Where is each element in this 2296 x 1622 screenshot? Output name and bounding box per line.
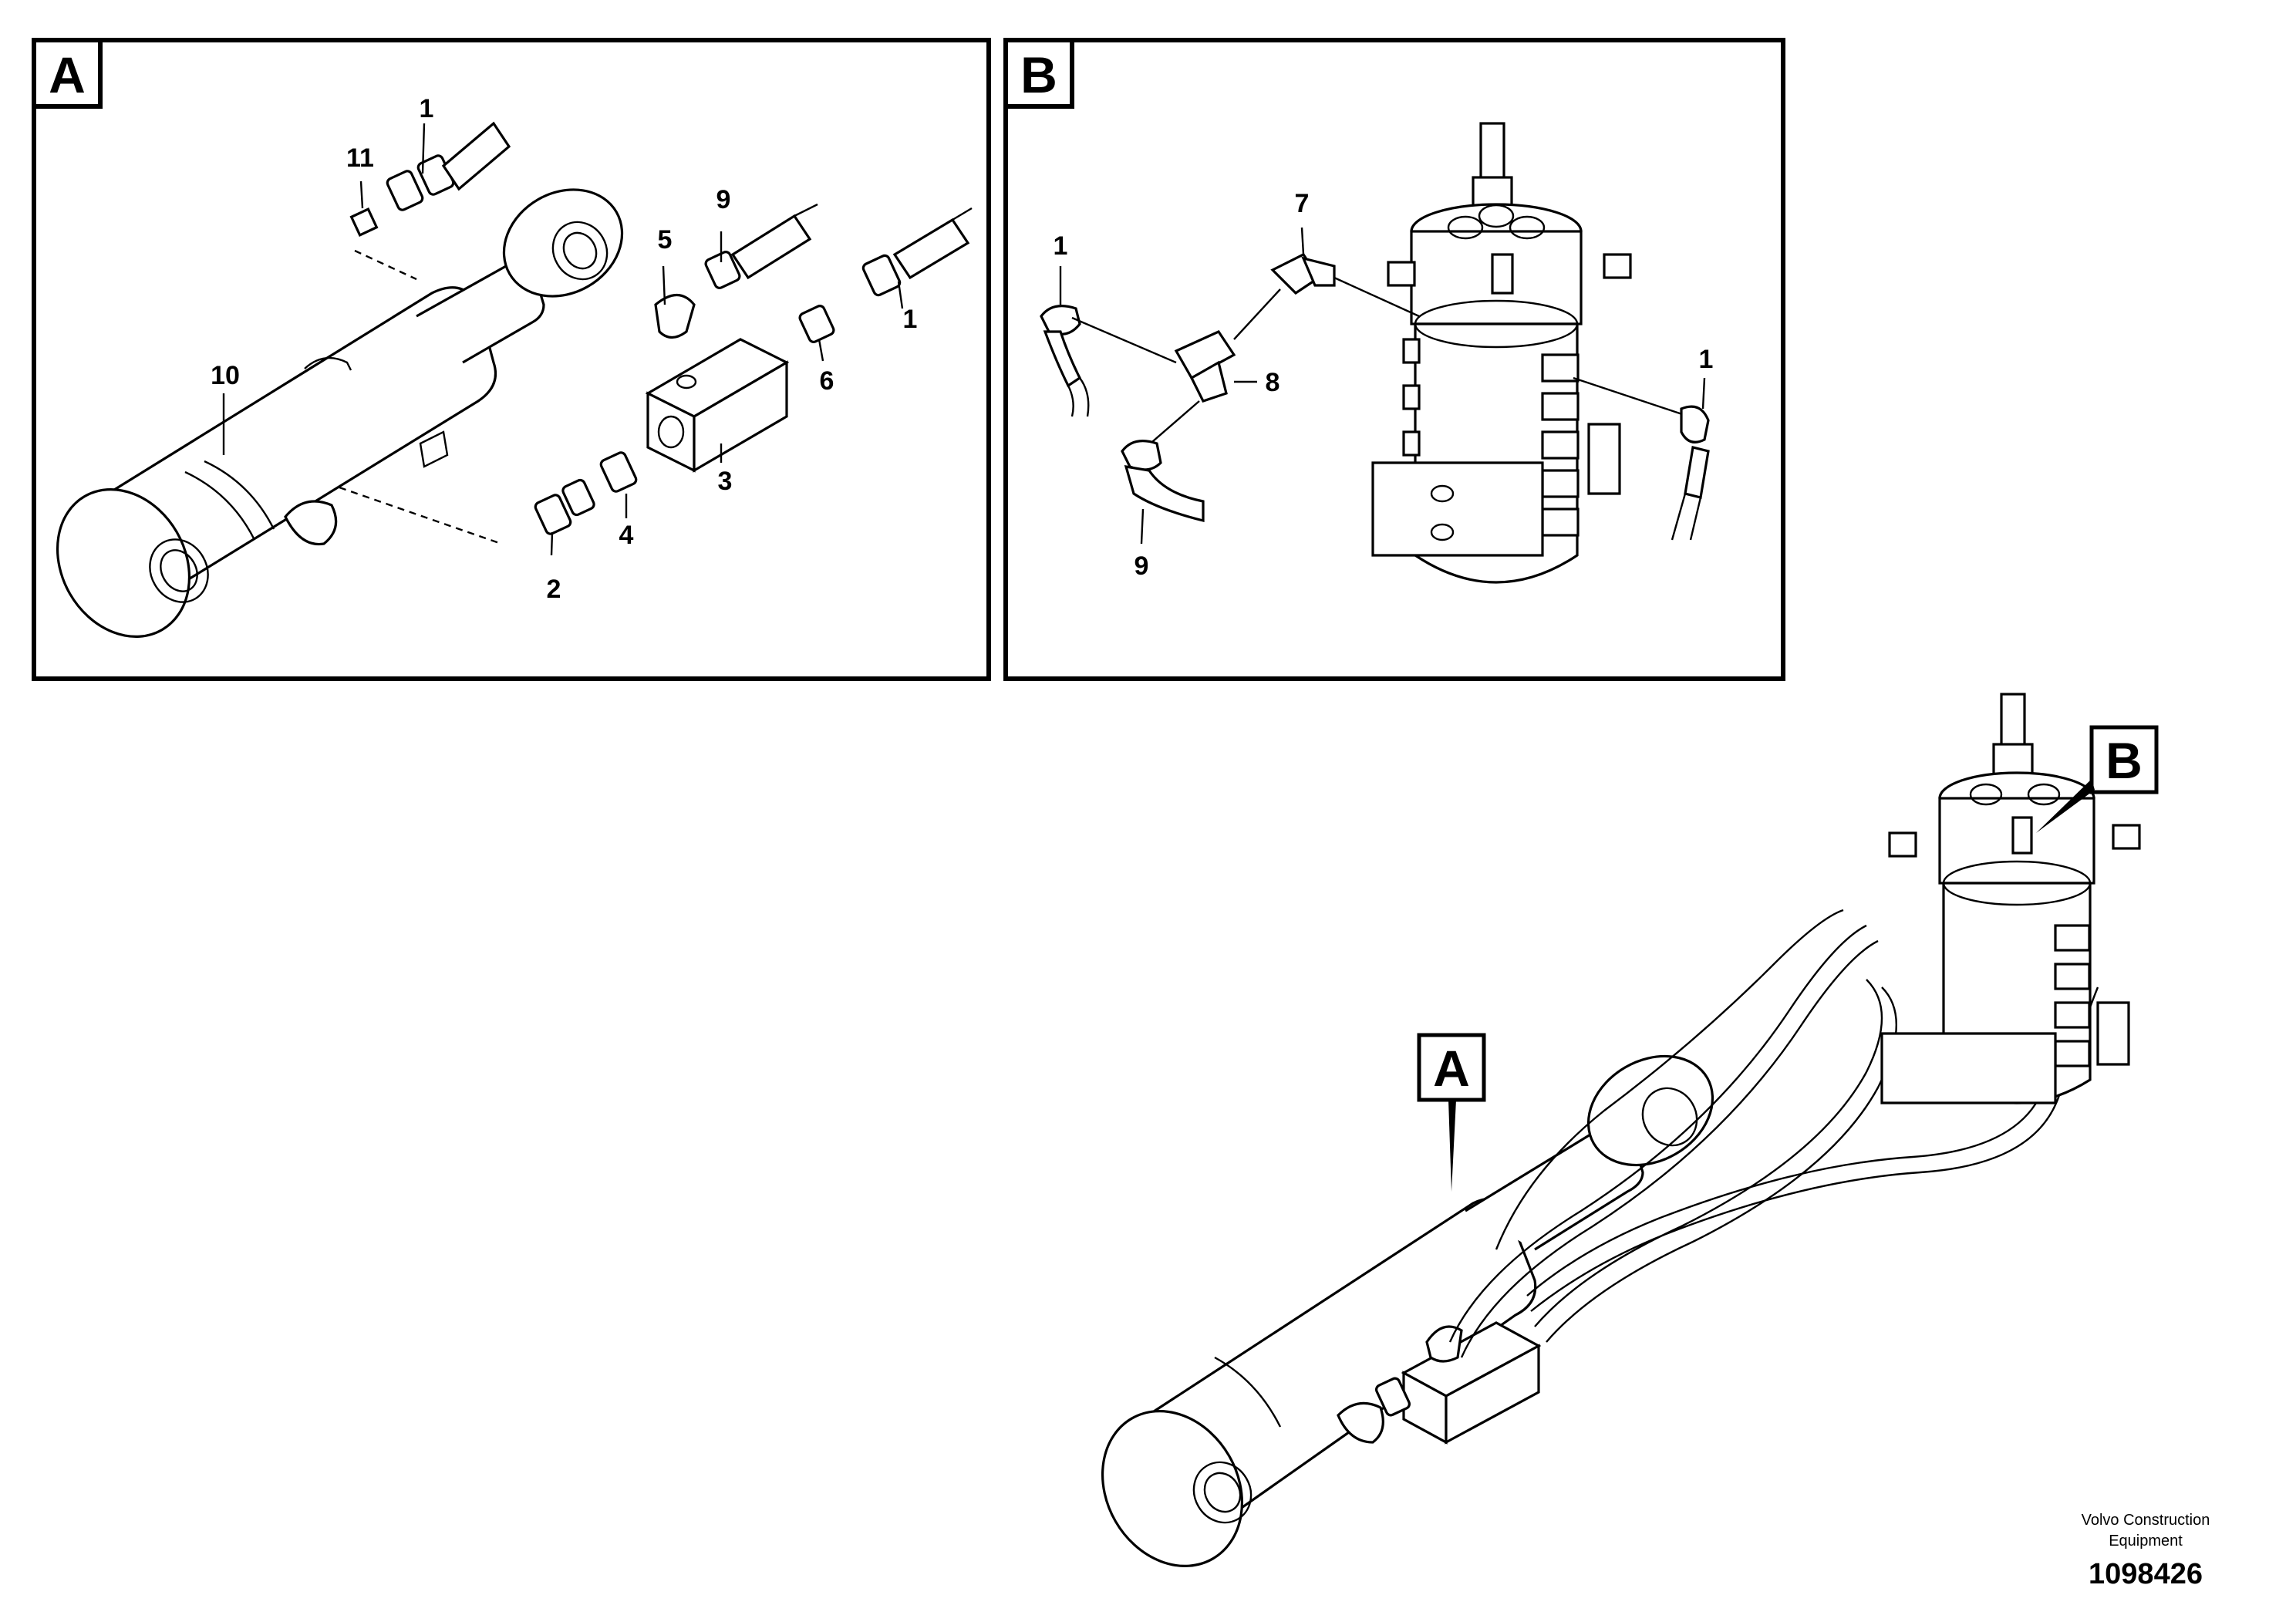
pointer-b-arrow xyxy=(2036,779,2095,833)
callout-1-left: 1 xyxy=(1054,231,1068,261)
footer-company-line1: Volvo Construction xyxy=(2081,1512,2210,1529)
pointer-a: A xyxy=(1417,1033,1486,1192)
footer-company: Volvo Construction Equipment xyxy=(2053,1510,2238,1552)
illustration-number: 1098426 xyxy=(2089,1558,2203,1590)
callout-7: 7 xyxy=(1295,189,1310,218)
callout-9: 9 xyxy=(716,185,731,214)
overview-swivel xyxy=(1880,693,2141,1104)
panel-a-leaders xyxy=(222,123,904,556)
panel-b-badge-label: B xyxy=(1020,46,1057,103)
callout-1-top: 1 xyxy=(420,94,434,123)
pointer-b-label: B xyxy=(2106,732,2143,789)
callout-2: 2 xyxy=(547,575,561,604)
callout-9-b: 9 xyxy=(1135,551,1149,581)
swivel-drawing xyxy=(1371,122,1632,584)
pointer-b: B xyxy=(2036,725,2159,833)
pointer-b-badge xyxy=(2089,725,2159,794)
callout-5: 5 xyxy=(658,225,673,255)
panel-b-leaders xyxy=(1059,227,1706,545)
pointer-a-arrow xyxy=(1448,1100,1456,1192)
panel-b: B xyxy=(1003,38,1785,681)
panel-a: A xyxy=(32,38,991,681)
callout-1-right: 1 xyxy=(903,305,918,334)
pointer-a-label: A xyxy=(1433,1040,1470,1097)
panel-a-badge-label: A xyxy=(49,46,86,103)
callout-6: 6 xyxy=(820,366,834,396)
overview-cylinder xyxy=(1101,1054,1714,1567)
callout-11: 11 xyxy=(346,143,374,173)
panel-b-fittings xyxy=(1040,252,1710,541)
callout-3: 3 xyxy=(718,467,733,496)
footer-company-line2: Equipment xyxy=(2109,1533,2183,1549)
panel-b-frame xyxy=(1003,38,1785,681)
valve-assembly xyxy=(534,203,973,535)
panel-b-badge xyxy=(1003,38,1074,109)
overview-valve xyxy=(1374,1321,1542,1445)
callout-8: 8 xyxy=(1266,368,1280,397)
callout-1-right-b: 1 xyxy=(1699,345,1714,374)
top-fittings xyxy=(349,121,511,237)
callout-10: 10 xyxy=(211,361,240,390)
cylinder-drawing xyxy=(56,188,624,638)
callout-4: 4 xyxy=(619,521,634,550)
panel-a-badge xyxy=(32,38,103,109)
overview-assembly: A B xyxy=(1101,693,2159,1567)
dashed-line-bottom xyxy=(339,486,502,545)
